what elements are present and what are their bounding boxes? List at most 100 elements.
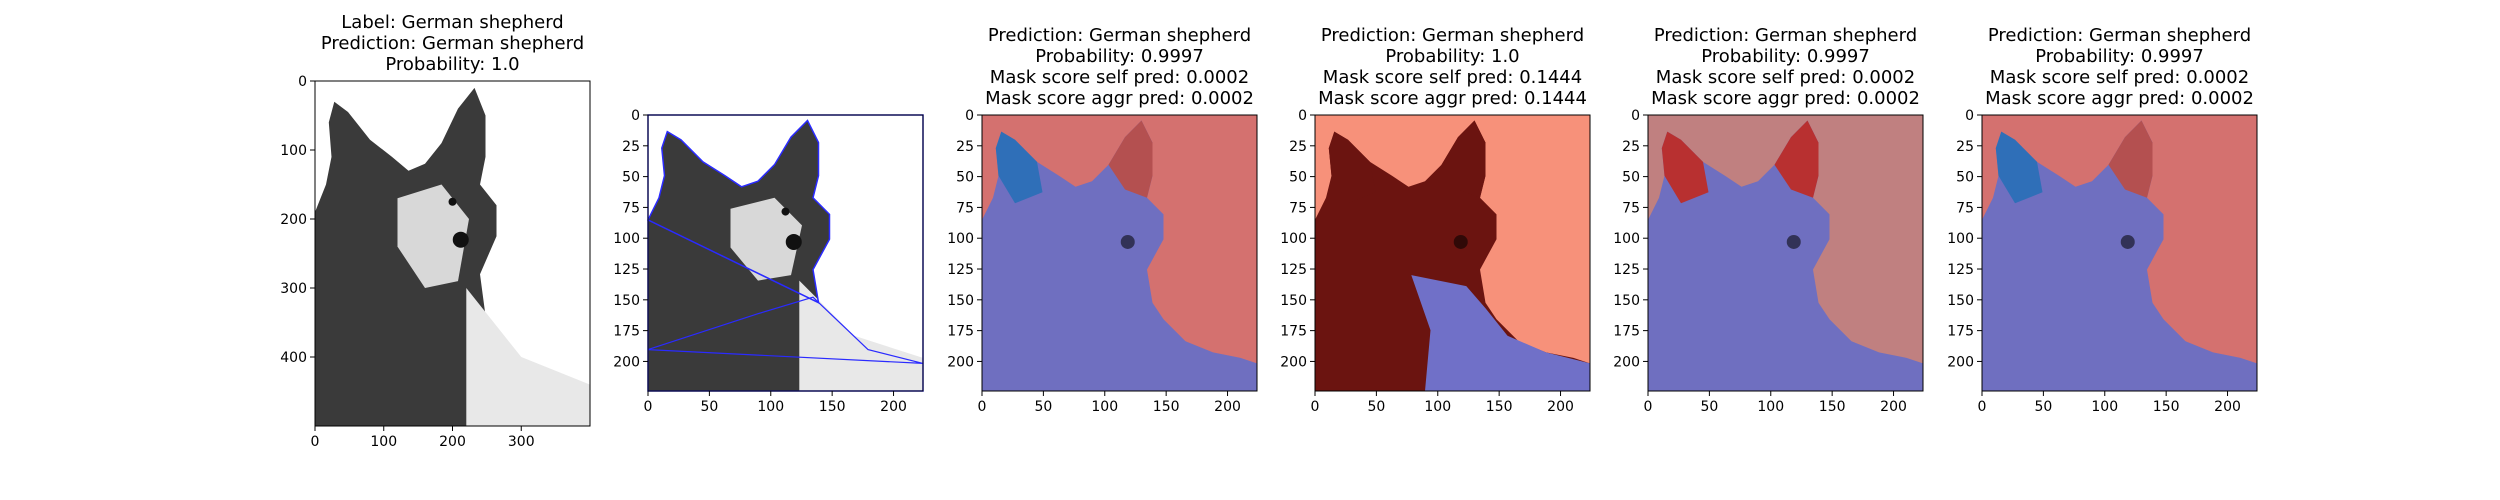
segment-contour	[647, 296, 924, 364]
x-tick-label: 150	[1486, 399, 1513, 415]
y-tick-label: 75	[622, 200, 640, 216]
y-tick-label: 25	[622, 139, 640, 155]
x-tick-label: 0	[978, 399, 987, 415]
y-tick-label: 50	[1956, 170, 1974, 186]
x-tick-label: 100	[2091, 399, 2118, 415]
y-tick-label: 0	[631, 108, 640, 124]
panel-title-line: Mask score self pred: 0.0002	[1989, 67, 2250, 88]
y-tick-label: 150	[613, 293, 640, 309]
y-tick-label: 50	[956, 170, 974, 186]
y-tick-label: 175	[1947, 324, 1974, 340]
y-tick-label: 100	[280, 143, 307, 159]
x-tick-label: 0	[1311, 399, 1320, 415]
panel-title-line: Mask score aggr pred: 0.0002	[1651, 88, 1920, 109]
y-tick-label: 100	[947, 231, 974, 247]
y-tick-label: 50	[622, 170, 640, 186]
y-tick-label: 175	[947, 324, 974, 340]
y-tick-label: 100	[1613, 231, 1640, 247]
panel-title-line: Mask score aggr pred: 0.0002	[1985, 88, 2254, 109]
x-tick-label: 100	[1091, 399, 1118, 415]
panel-title-line: Mask score aggr pred: 0.0002	[985, 88, 1254, 109]
y-tick-label: 200	[1280, 354, 1307, 370]
y-tick-label: 175	[613, 324, 640, 340]
x-tick-label: 100	[370, 434, 397, 450]
panel-title-line: Probability: 0.9997	[1035, 46, 1204, 67]
y-tick-label: 175	[1613, 324, 1640, 340]
dog-nose	[1786, 234, 1801, 249]
axes-frame	[1647, 114, 1924, 392]
y-tick-label: 25	[1289, 139, 1307, 155]
mask-right-ear	[1774, 120, 1819, 198]
dog-nose	[1453, 234, 1468, 249]
x-tick-label: 0	[1978, 399, 1987, 415]
mask-dog-body	[1315, 120, 1590, 391]
axes-frame	[981, 114, 1258, 392]
mask-right-ear	[2108, 120, 2153, 198]
y-tick-label: 200	[613, 354, 640, 370]
dog-chest-highlight	[466, 288, 590, 426]
y-tick-label: 100	[1280, 231, 1307, 247]
x-tick-label: 200	[439, 434, 466, 450]
y-tick-label: 200	[1947, 354, 1974, 370]
y-tick-label: 75	[1956, 200, 1974, 216]
x-tick-label: 200	[2214, 399, 2241, 415]
x-tick-label: 50	[1700, 399, 1718, 415]
dog-nose	[785, 233, 802, 250]
y-tick-label: 300	[280, 281, 307, 297]
mask-right-ear	[1441, 120, 1486, 198]
x-tick-label: 0	[311, 434, 320, 450]
mask-left-ear	[1328, 131, 1376, 204]
y-tick-label: 50	[1289, 170, 1307, 186]
x-tick-label: 0	[1644, 399, 1653, 415]
y-tick-label: 25	[1622, 139, 1640, 155]
panel-title-line: Probability: 1.0	[1385, 46, 1520, 67]
panel-title-line: Label: German shepherd	[341, 12, 564, 33]
mask-lower-body	[1411, 275, 1590, 391]
y-tick-label: 75	[1289, 200, 1307, 216]
x-tick-label: 150	[1153, 399, 1180, 415]
y-tick-label: 125	[1613, 262, 1640, 278]
x-tick-label: 300	[508, 434, 535, 450]
y-tick-label: 75	[1622, 200, 1640, 216]
x-tick-label: 100	[1757, 399, 1784, 415]
panel-title-line: Mask score aggr pred: 0.1444	[1318, 88, 1587, 109]
y-tick-label: 125	[1947, 262, 1974, 278]
y-tick-label: 100	[613, 231, 640, 247]
panel-title-line: Mask score self pred: 0.0002	[989, 67, 1250, 88]
mask-left-ear	[1661, 131, 1709, 204]
y-tick-label: 400	[280, 350, 307, 366]
dog-nose	[1120, 234, 1135, 249]
y-tick-label: 200	[947, 354, 974, 370]
x-tick-label: 100	[1424, 399, 1451, 415]
x-tick-label: 150	[1819, 399, 1846, 415]
axes-frame	[1314, 114, 1591, 392]
x-tick-label: 150	[819, 399, 846, 415]
panel-title-line: Probability: 1.0	[385, 54, 520, 75]
y-tick-label: 125	[1280, 262, 1307, 278]
panel-title-line: Prediction: German shepherd	[987, 25, 1252, 46]
mask-dog-body	[1648, 120, 1923, 391]
y-tick-label: 25	[1956, 139, 1974, 155]
x-tick-label: 50	[700, 399, 718, 415]
axes-frame	[1981, 114, 2258, 392]
y-tick-label: 150	[947, 293, 974, 309]
x-tick-label: 200	[1214, 399, 1241, 415]
y-tick-label: 200	[280, 212, 307, 228]
dog-eye	[448, 197, 457, 206]
y-tick-label: 175	[1280, 324, 1307, 340]
y-tick-label: 0	[298, 74, 307, 90]
y-tick-label: 0	[1298, 108, 1307, 124]
y-tick-label: 75	[956, 200, 974, 216]
x-tick-label: 50	[1367, 399, 1385, 415]
y-tick-label: 0	[1631, 108, 1640, 124]
panel-title-line: Probability: 0.9997	[1701, 46, 1870, 67]
